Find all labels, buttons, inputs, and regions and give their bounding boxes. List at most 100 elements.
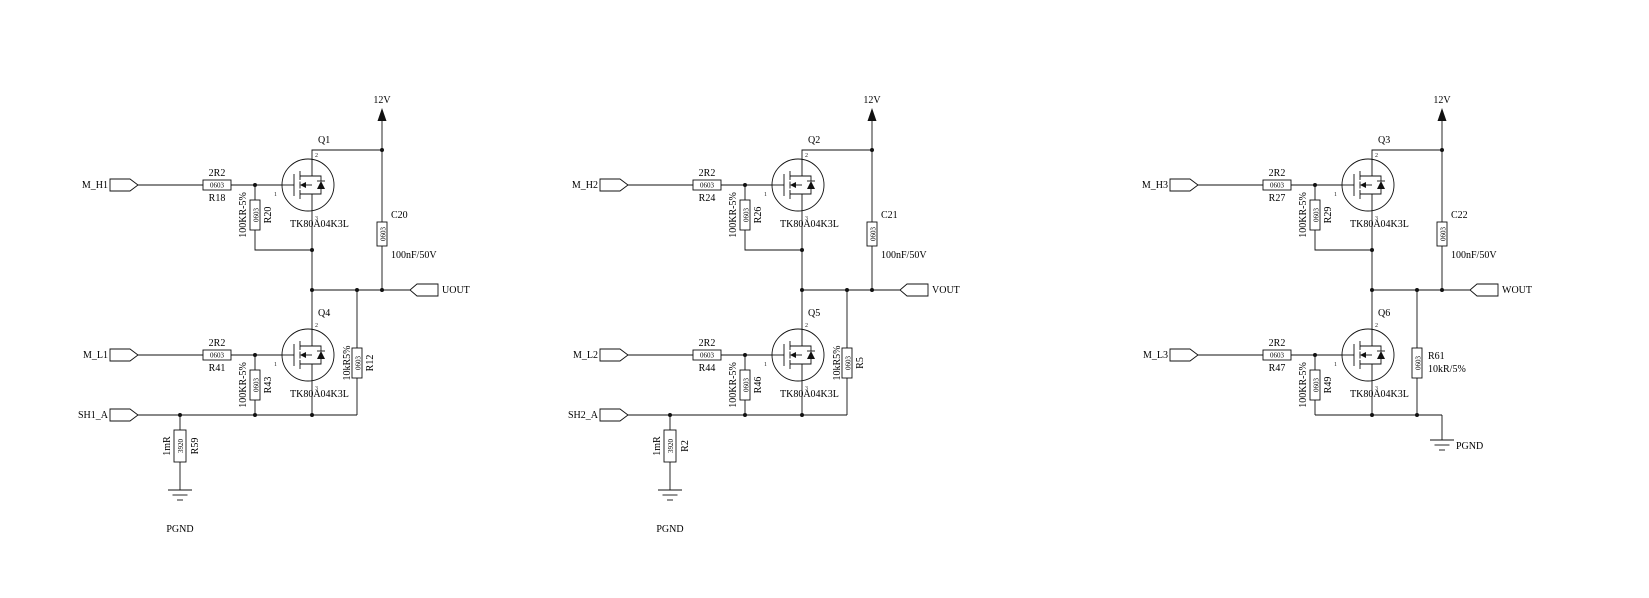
resistor-footprint: 3920 xyxy=(667,439,675,454)
resistor-body xyxy=(739,369,751,401)
high-side-mosfet[interactable]: Q1 TK80A04K3L 1 2 3 xyxy=(274,135,349,230)
shunt-input-port[interactable]: SH2_A xyxy=(568,408,629,422)
resistor-ref: R59 xyxy=(190,438,201,455)
power-flag[interactable]: 12V xyxy=(863,95,881,121)
low-gate-pulldown-resistor[interactable]: 100KR-5% 0603 R46 xyxy=(728,362,764,408)
resistor-body xyxy=(1309,369,1321,401)
shunt-resistor[interactable]: 1mR 3920 R59 xyxy=(162,429,201,463)
resistor-value: 10kR5% xyxy=(342,346,353,381)
ground-label: PGND xyxy=(166,524,193,535)
fet-part: TK80A04K3L xyxy=(1350,389,1409,400)
low-gate-resistor[interactable]: 2R2 0603 R41 xyxy=(202,338,232,374)
resistor-body xyxy=(1262,349,1292,361)
output-port[interactable]: VOUT xyxy=(899,283,960,297)
high-gate-pulldown-resistor[interactable]: 100KR-5% 0603 R20 xyxy=(238,192,274,238)
junction-dot xyxy=(1440,148,1444,152)
resistor-value: 1mR xyxy=(652,436,663,456)
wire xyxy=(311,149,382,159)
high-input-port[interactable]: M_H1 xyxy=(82,178,139,192)
resistor-footprint: 0603 xyxy=(743,208,751,223)
resistor-body xyxy=(841,347,853,379)
resistor-body xyxy=(249,199,261,231)
junction-dot xyxy=(1370,413,1374,417)
resistor-value: 10kR/5% xyxy=(1428,364,1466,375)
ground-label: PGND xyxy=(1456,441,1483,452)
pin-number: 2 xyxy=(1375,323,1378,329)
resistor-footprint: 0603 xyxy=(743,378,751,393)
phase-1-block: M_H1 2R2 0603 R18 100KR-5% 0603 R20 Q1 T… xyxy=(78,95,470,535)
low-input-port[interactable]: M_L2 xyxy=(573,348,629,362)
capacitor-body xyxy=(1436,221,1448,247)
capacitor-ref: C20 xyxy=(391,210,408,221)
resistor-ref: R24 xyxy=(699,193,716,204)
resistor-body xyxy=(739,199,751,231)
ground-flag[interactable]: PGND xyxy=(1429,439,1483,452)
junction-dot xyxy=(1440,288,1444,292)
resistor-ref: R18 xyxy=(209,193,226,204)
output-port[interactable]: UOUT xyxy=(409,283,470,297)
ground-flag[interactable]: PGND xyxy=(656,489,684,535)
bleeder-resistor[interactable]: 10kR5% 0603 R5 xyxy=(832,346,866,381)
low-gate-resistor[interactable]: 2R2 0603 R47 xyxy=(1262,338,1292,374)
high-side-mosfet[interactable]: Q2 TK80A04K3L 1 2 3 xyxy=(764,135,839,230)
power-flag[interactable]: 12V xyxy=(1433,95,1451,121)
bypass-capacitor[interactable]: 0603 C20 100nF/50V xyxy=(376,210,437,261)
junction-dot xyxy=(1313,183,1317,187)
resistor-body xyxy=(249,369,261,401)
low-input-port[interactable]: M_L3 xyxy=(1143,348,1199,362)
low-gate-resistor[interactable]: 2R2 0603 R44 xyxy=(692,338,722,374)
bypass-capacitor[interactable]: 0603 C22 100nF/50V xyxy=(1436,210,1497,261)
power-label: 12V xyxy=(1433,95,1451,106)
pin-number: 1 xyxy=(764,192,767,198)
junction-dot xyxy=(800,413,804,417)
high-input-port[interactable]: M_H2 xyxy=(572,178,629,192)
resistor-body xyxy=(173,429,187,463)
low-gate-pulldown-resistor[interactable]: 100KR-5% 0603 R49 xyxy=(1298,362,1334,408)
low-side-mosfet[interactable]: Q4 TK80A04K3L 1 2 3 xyxy=(274,308,349,400)
resistor-body xyxy=(663,429,677,463)
junction-dot xyxy=(845,288,849,292)
low-side-mosfet[interactable]: Q5 TK80A04K3L 1 2 3 xyxy=(764,308,839,400)
low-input-port[interactable]: M_L1 xyxy=(83,348,139,362)
resistor-ref: R49 xyxy=(1323,377,1334,394)
pin-number: 2 xyxy=(315,323,318,329)
shunt-input-port[interactable]: SH1_A xyxy=(78,408,139,422)
low-side-mosfet[interactable]: Q6 TK80A04K3L 1 2 3 xyxy=(1334,308,1409,400)
low-gate-pulldown-resistor[interactable]: 100KR-5% 0603 R43 xyxy=(238,362,274,408)
fet-ref: Q4 xyxy=(318,308,330,319)
shunt-resistor[interactable]: 1mR 3920 R2 xyxy=(652,429,691,463)
bleeder-resistor[interactable]: 0603 R61 10kR/5% xyxy=(1411,347,1466,379)
power-flag[interactable]: 12V xyxy=(373,95,391,121)
junction-dot xyxy=(310,413,314,417)
junction-dot xyxy=(743,183,747,187)
resistor-ref: R26 xyxy=(753,207,764,224)
junction-dot xyxy=(1370,288,1374,292)
ground-flag[interactable]: PGND xyxy=(166,489,194,535)
pin-number: 1 xyxy=(1334,362,1337,368)
high-gate-pulldown-resistor[interactable]: 100KR-5% 0603 R29 xyxy=(1298,192,1334,238)
resistor-value: 2R2 xyxy=(209,338,226,349)
pin-number: 3 xyxy=(315,216,318,222)
fet-part: TK80A04K3L xyxy=(1350,219,1409,230)
bypass-capacitor[interactable]: 0603 C21 100nF/50V xyxy=(866,210,927,261)
junction-dot xyxy=(178,413,182,417)
high-side-mosfet[interactable]: Q3 TK80A04K3L 1 2 3 xyxy=(1334,135,1409,230)
resistor-body xyxy=(202,349,232,361)
resistor-value: 100KR-5% xyxy=(728,192,739,238)
resistor-body xyxy=(1309,199,1321,231)
power-label: 12V xyxy=(373,95,391,106)
wire xyxy=(744,185,802,251)
high-gate-pulldown-resistor[interactable]: 100KR-5% 0603 R26 xyxy=(728,192,764,238)
high-gate-resistor[interactable]: 2R2 0603 R27 xyxy=(1262,168,1292,204)
bleeder-resistor[interactable]: 10kR5% 0603 R12 xyxy=(342,346,376,381)
output-port[interactable]: WOUT xyxy=(1469,283,1532,297)
fet-ref: Q3 xyxy=(1378,135,1390,146)
high-gate-resistor[interactable]: 2R2 0603 R18 xyxy=(202,168,232,204)
fet-part: TK80A04K3L xyxy=(290,219,349,230)
high-input-port[interactable]: M_H3 xyxy=(1142,178,1199,192)
resistor-footprint: 0603 xyxy=(210,182,225,190)
wire xyxy=(254,185,312,251)
junction-dot xyxy=(355,288,359,292)
high-gate-resistor[interactable]: 2R2 0603 R24 xyxy=(692,168,722,204)
